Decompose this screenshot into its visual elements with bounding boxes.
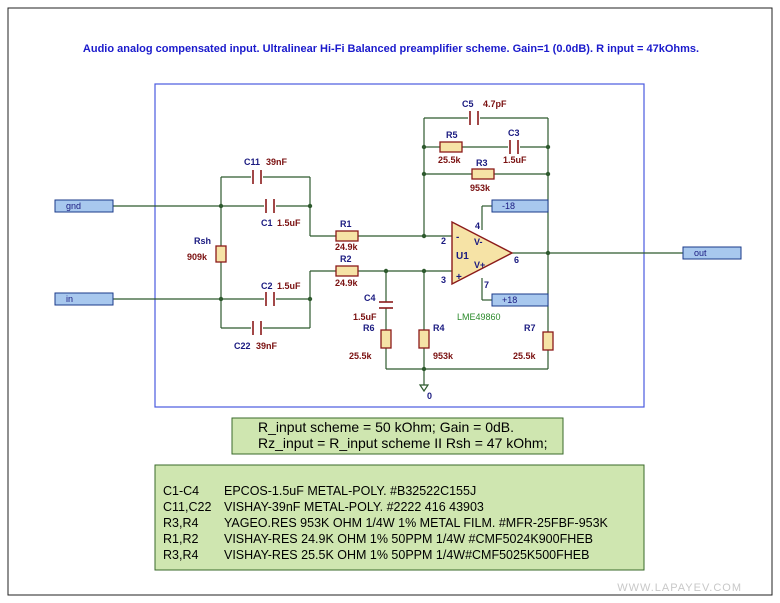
bom-refs-2: C11,C22	[163, 500, 211, 514]
rsh-value: 909k	[187, 252, 208, 262]
note-line-1: R_input scheme = 50 kOhm; Gain = 0dB.	[258, 419, 514, 435]
opamp-part-number: LME49860	[457, 312, 501, 322]
bom-box	[154, 464, 645, 571]
port-vneg: -18	[491, 199, 549, 213]
r4-value: 953k	[433, 351, 454, 361]
bom-refs-5: R3,R4	[163, 548, 198, 562]
c4-value: 1.5uF	[353, 312, 377, 322]
port-in-label: in	[66, 294, 73, 304]
bom-desc-2: VISHAY-39nF METAL-POLY. #2222 416 43903	[224, 500, 484, 514]
resistor-r3	[471, 168, 495, 180]
schematic-boundary	[154, 83, 645, 408]
capacitor-c2	[265, 292, 275, 306]
r2-ref: R2	[340, 254, 352, 264]
resistor-r1	[335, 230, 359, 242]
capacitor-c3	[509, 140, 519, 154]
c4-ref: C4	[364, 293, 376, 303]
c3-value: 1.5uF	[503, 155, 527, 165]
c3-ref: C3	[508, 128, 520, 138]
opamp-noninv-symbol: +	[456, 272, 462, 283]
capacitor-c5	[469, 111, 479, 125]
opamp-ref: U1	[456, 251, 469, 262]
resistor-r2	[335, 265, 359, 277]
c1-ref: C1	[261, 218, 273, 228]
c22-ref: C22	[234, 341, 251, 351]
port-out-label: out	[694, 248, 707, 258]
notes-box	[231, 417, 564, 455]
opamp-pin-3: 3	[441, 275, 446, 285]
bom-desc-1: EPCOS-1.5uF METAL-POLY. #B32522C155J	[224, 484, 476, 498]
resistor-rsh	[215, 245, 227, 263]
resistor-r6	[380, 329, 392, 349]
r4-ref: R4	[433, 323, 445, 333]
c2-value: 1.5uF	[277, 281, 301, 291]
r7-value: 25.5k	[513, 351, 537, 361]
watermark: WWW.LAPAYEV.COM	[617, 582, 742, 594]
page-frame	[7, 7, 773, 596]
bom-refs-4: R1,R2	[163, 532, 198, 546]
opamp-vpos-label: V+	[474, 260, 485, 270]
r5-ref: R5	[446, 130, 458, 140]
bom-desc-4: VISHAY-RES 24.9K OHM 1% 50PPM 1/4W #CMF5…	[224, 532, 593, 546]
port-vpos: +18	[491, 293, 549, 307]
resistor-r7	[542, 331, 554, 351]
c11-ref: C11	[244, 157, 260, 167]
capacitor-c22	[252, 321, 262, 335]
bom-refs-3: R3,R4	[163, 516, 198, 530]
port-vpos-label: +18	[502, 295, 517, 305]
r1-value: 24.9k	[335, 242, 359, 252]
c5-value: 4.7pF	[483, 99, 507, 109]
page-title: Audio analog compensated input. Ultralin…	[83, 43, 699, 55]
opamp-pin-2: 2	[441, 236, 446, 246]
r6-value: 25.5k	[349, 351, 373, 361]
junction-dots	[218, 144, 551, 372]
r3-value: 953k	[470, 183, 491, 193]
opamp-u1	[451, 220, 514, 286]
resistor-r4	[418, 329, 430, 349]
rsh-ref: Rsh	[194, 236, 211, 246]
ground-icon	[418, 384, 430, 393]
port-vneg-label: -18	[502, 201, 515, 211]
c1-value: 1.5uF	[277, 218, 301, 228]
r6-ref: R6	[363, 323, 375, 333]
opamp-pin-4: 4	[475, 221, 480, 231]
c11-value: 39nF	[266, 157, 288, 167]
bom-refs-1: C1-C4	[163, 484, 199, 498]
c2-ref: C2	[261, 281, 273, 291]
bom-desc-3: YAGEO.RES 953K OHM 1/4W 1% METAL FILM. #…	[224, 516, 609, 530]
r3-ref: R3	[476, 158, 488, 168]
c5-ref: C5	[462, 99, 474, 109]
r1-ref: R1	[340, 219, 352, 229]
opamp-vneg-label: V-	[474, 237, 483, 247]
r2-value: 24.9k	[335, 278, 359, 288]
r7-ref: R7	[524, 323, 536, 333]
ground-label: 0	[427, 391, 432, 401]
capacitor-c1	[265, 199, 275, 213]
capacitor-c11	[252, 170, 262, 184]
opamp-pin-7: 7	[484, 280, 489, 290]
opamp-pin-6: 6	[514, 255, 519, 265]
r5-value: 25.5k	[438, 155, 462, 165]
component-labels: C11 39nF C1 1.5uF Rsh 909k C2 1.5uF C22 …	[187, 99, 537, 361]
c22-value: 39nF	[256, 341, 278, 351]
opamp-inv-symbol: -	[456, 232, 459, 243]
capacitor-c4	[379, 301, 393, 309]
port-out: out	[682, 246, 742, 260]
bom-list: C1-C4 EPCOS-1.5uF METAL-POLY. #B32522C15…	[163, 484, 609, 562]
port-in: in	[54, 292, 114, 306]
resistor-r5	[439, 141, 463, 153]
note-line-2: Rz_input = R_input scheme II Rsh = 47 kO…	[258, 435, 547, 451]
port-gnd-label: gnd	[66, 201, 81, 211]
wires	[113, 117, 683, 385]
bom-desc-5: VISHAY-RES 25.5K OHM 1% 50PPM 1/4W#CMF50…	[224, 548, 589, 562]
port-gnd: gnd	[54, 199, 114, 213]
